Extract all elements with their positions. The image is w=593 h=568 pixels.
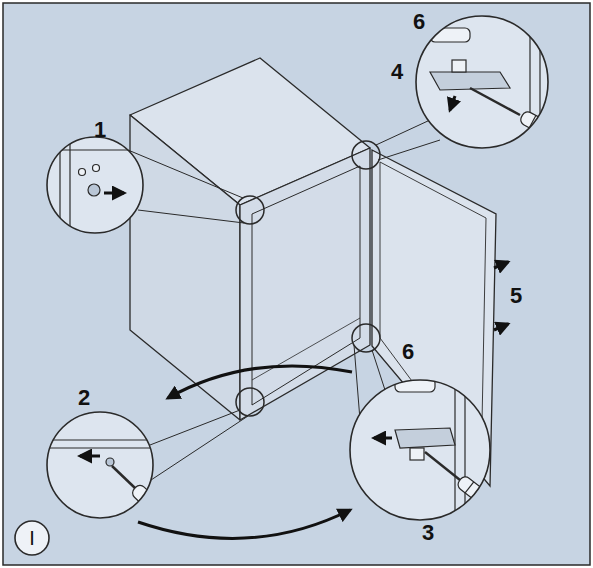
detail-markers <box>236 141 380 416</box>
pull-arrows <box>494 262 508 330</box>
callout-number: 2 <box>78 387 90 409</box>
inset-bottom-hinge <box>350 375 504 530</box>
callout-number: 1 <box>94 119 106 141</box>
callout-number: 5 <box>510 285 522 307</box>
inset-hinge-covers <box>47 130 150 240</box>
callout-number: 6 <box>413 11 425 33</box>
inset-bottom-pin <box>47 412 172 524</box>
step-circle: I <box>14 520 50 556</box>
swap-arrows <box>138 366 352 538</box>
callout-number: 6 <box>402 341 414 363</box>
callout-number: 3 <box>422 522 434 544</box>
step-letter: I <box>29 528 35 548</box>
inset-top-hinge <box>416 10 569 160</box>
frame <box>3 3 590 565</box>
fridge-cabinet <box>130 58 370 420</box>
callout-number: 4 <box>391 61 403 83</box>
